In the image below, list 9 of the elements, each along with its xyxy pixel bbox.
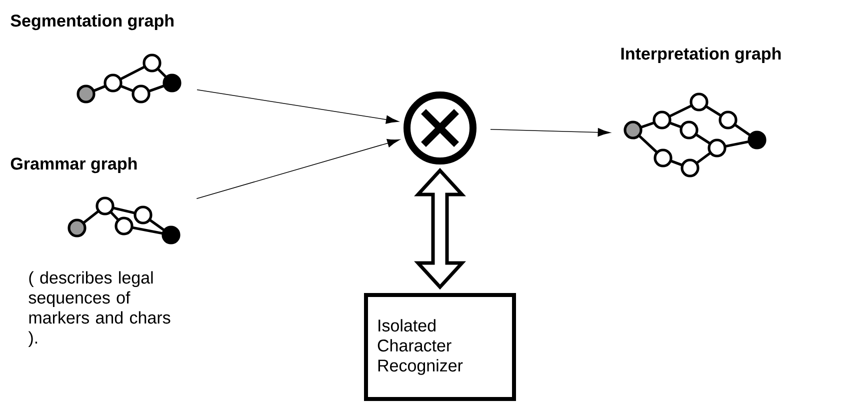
description-text: ( describes legal sequences of markers and chars ). — [28, 271, 170, 348]
multiply-operator — [404, 92, 476, 164]
arrow — [490, 128, 610, 137]
graph-title: Grammar graph — [10, 157, 137, 174]
process-box: Isolated Character Recognizer — [364, 293, 516, 401]
arrow — [196, 89, 399, 124]
graph-title: Segmentation graph — [10, 14, 174, 30]
graph-title: Interpretation graph — [621, 47, 781, 64]
arrow — [196, 138, 400, 200]
